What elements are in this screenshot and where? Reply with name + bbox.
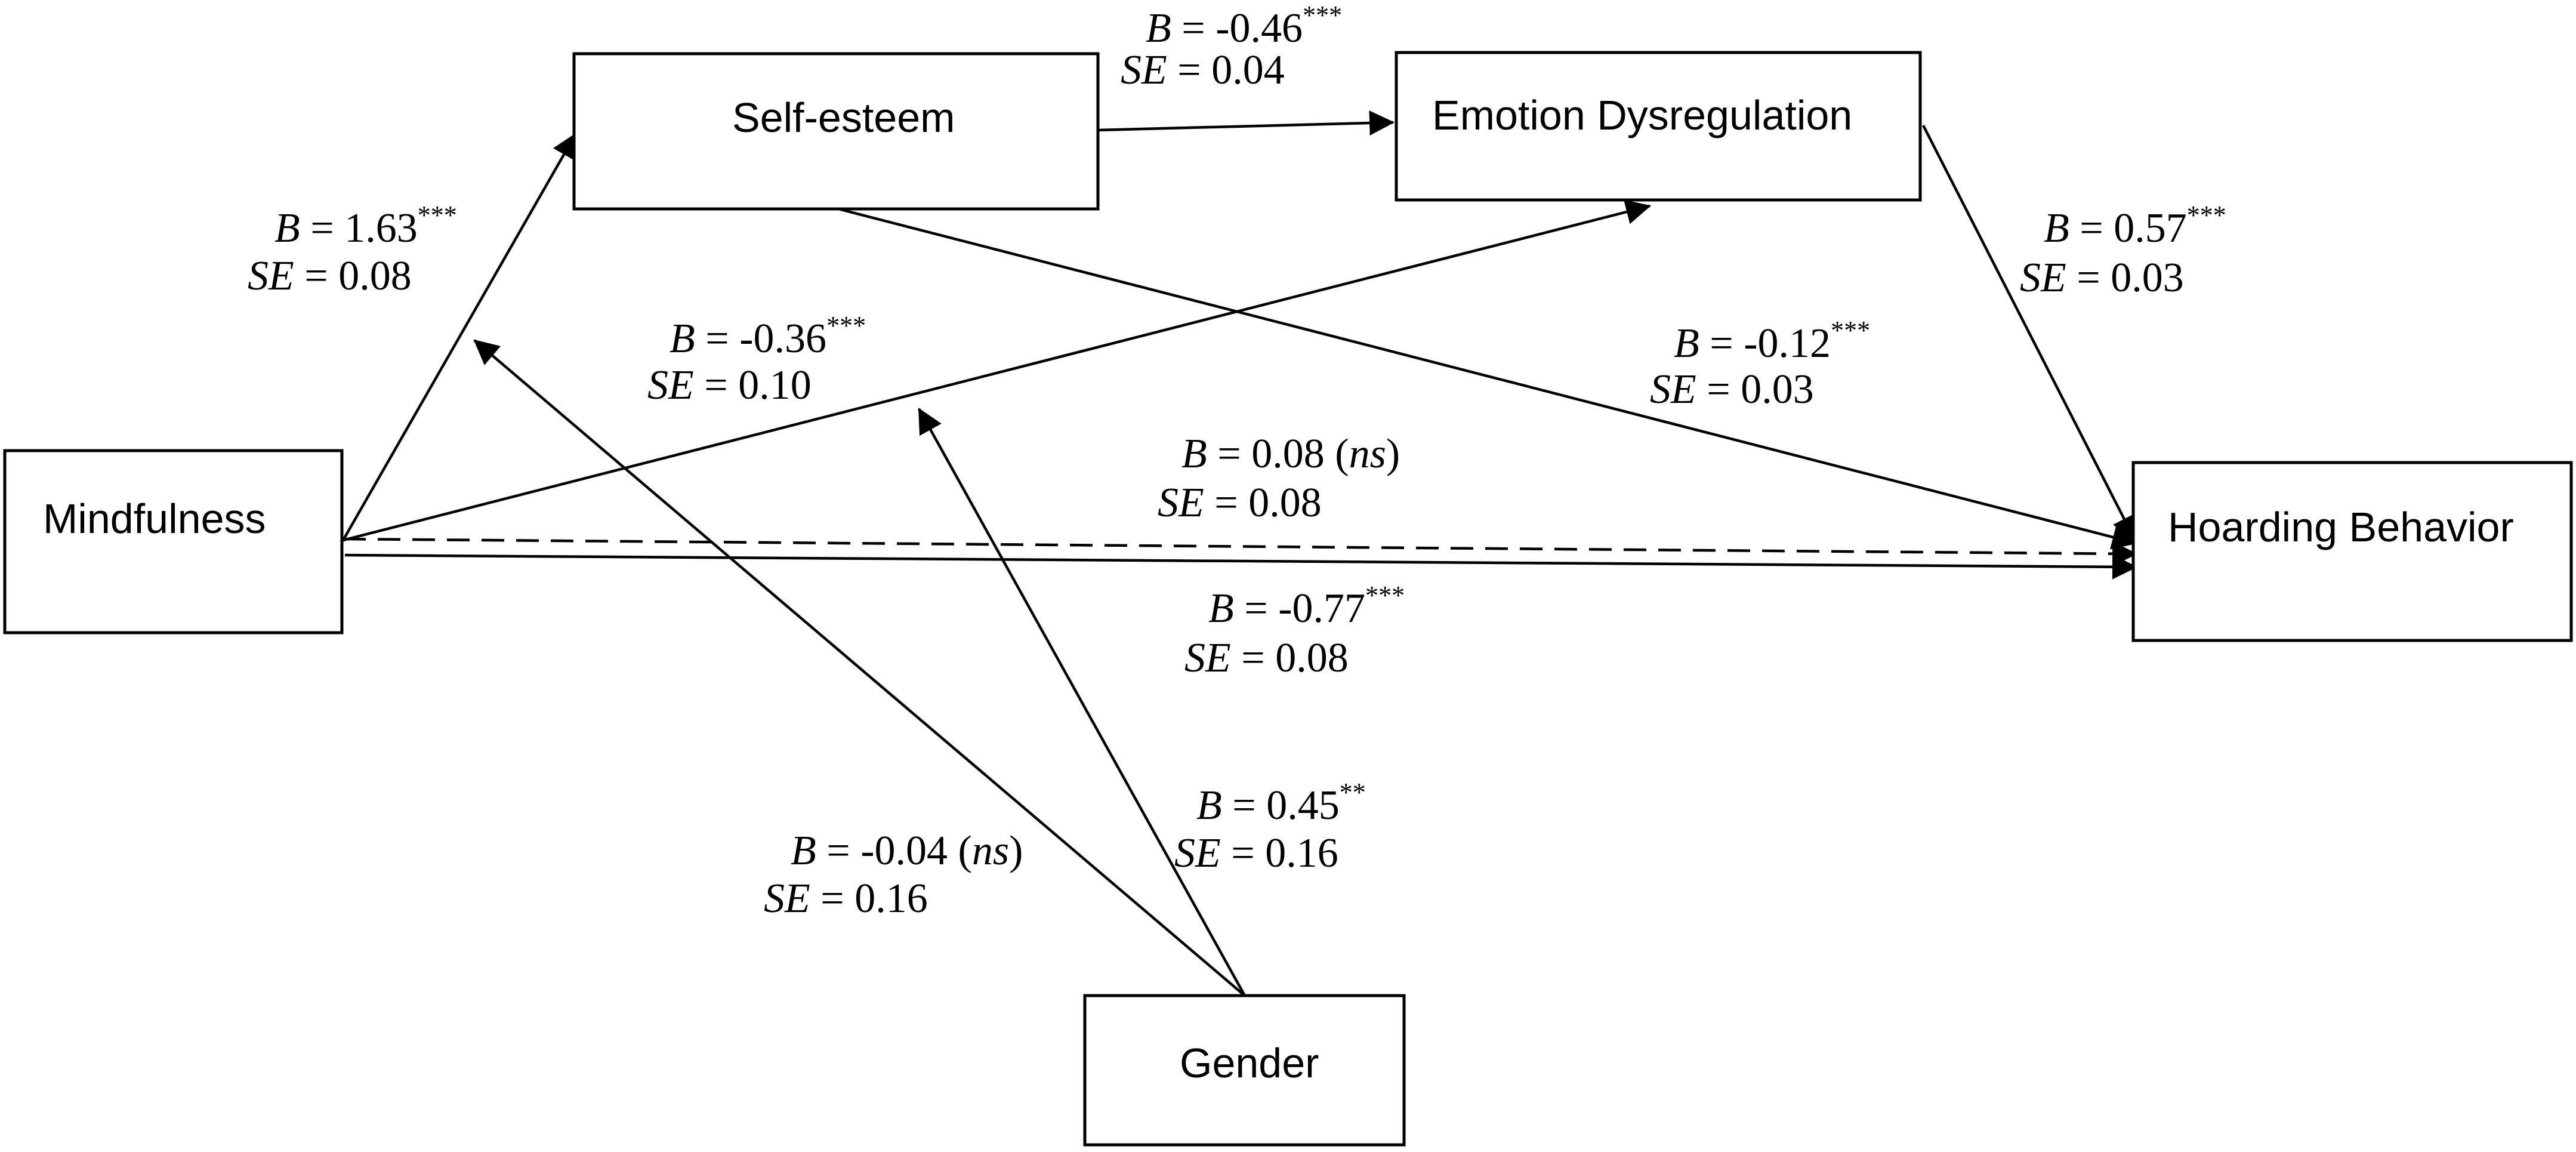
b-label: B: [2044, 205, 2069, 251]
se-label: SE: [764, 876, 810, 922]
svg-text:B = -0.36***: B = -0.36***: [670, 311, 866, 362]
node-emotion-dysregulation: Emotion Dysregulation: [1395, 51, 1922, 202]
coef-self-esteem-to-hoarding: B = -0.12*** SE = 0.03: [1650, 316, 1870, 412]
path-mindfulness-to-hoarding-direct: [343, 537, 2137, 566]
coef-mindfulness-to-hoarding-direct: B = 0.08 (ns) SE = 0.08: [1158, 431, 1400, 526]
se-label: SE: [1158, 480, 1204, 526]
se-label: SE: [2020, 255, 2066, 301]
coef-mindfulness-to-hoarding-total: B = -0.77*** SE = 0.08: [1184, 581, 1405, 681]
svg-text:B = -0.46***: B = -0.46***: [1146, 1, 1342, 51]
svg-text:B = 1.63***: B = 1.63***: [274, 201, 457, 251]
svg-text:SE = 0.08: SE = 0.08: [1158, 480, 1322, 526]
b-value: = -0.12: [1699, 321, 1831, 366]
svg-text:SE = 0.04: SE = 0.04: [1121, 47, 1285, 93]
se-value: = 0.08: [1231, 635, 1349, 681]
node-gender: Gender: [1083, 994, 1406, 1147]
se-label: SE: [1121, 47, 1167, 93]
b-value: = -0.46: [1171, 5, 1303, 51]
se-value: = 0.08: [294, 253, 412, 299]
path-self-esteem-to-emotion-dysregulation: [1097, 110, 1395, 136]
path-mindfulness-to-hoarding-total: [344, 553, 2137, 580]
se-label: SE: [248, 253, 294, 299]
coef-mindfulness-to-self-esteem: B = 1.63*** SE = 0.08: [248, 201, 457, 299]
se-label: SE: [647, 362, 694, 408]
b-label: B: [1146, 5, 1171, 51]
path-self-esteem-to-hoarding: [838, 207, 2137, 550]
coef-mindfulness-to-emotion: B = -0.36*** SE = 0.10: [647, 311, 866, 408]
b-value: = -0.77: [1234, 586, 1365, 632]
svg-text:SE = 0.08: SE = 0.08: [1184, 635, 1349, 681]
node-gender-label: Gender: [1180, 1040, 1319, 1086]
svg-text:SE = 0.03: SE = 0.03: [2020, 255, 2184, 301]
se-value: = 0.10: [694, 362, 812, 408]
svg-text:B = 0.45**: B = 0.45**: [1196, 778, 1366, 828]
b-label: B: [274, 205, 300, 251]
significance: ***: [1831, 316, 1870, 345]
coef-emotion-to-hoarding: B = 0.57*** SE = 0.03: [2020, 201, 2226, 301]
b-label: B: [1674, 321, 1699, 366]
significance: ***: [418, 201, 457, 230]
node-self-esteem-label: Self-esteem: [732, 94, 955, 141]
se-value: = 0.08: [1204, 480, 1322, 526]
se-value: = 0.03: [2066, 255, 2184, 301]
se-value: = 0.03: [1696, 366, 1814, 412]
b-label: B: [1208, 586, 1234, 632]
b-value: = 0.08 (: [1207, 431, 1349, 477]
ns-label: ns: [1349, 431, 1386, 477]
node-emotion-dysregulation-label: Emotion Dysregulation: [1432, 92, 1852, 138]
significance: ***: [826, 311, 866, 340]
close-paren: ): [1009, 828, 1023, 874]
coef-gender-moderation-self-esteem: B = -0.04 (ns) SE = 0.16: [764, 828, 1023, 922]
b-label: B: [670, 316, 695, 362]
node-hoarding-behavior-label: Hoarding Behavior: [2168, 504, 2514, 550]
path-mindfulness-to-emotion-dysregulation: [343, 199, 1651, 542]
ns-label: ns: [972, 828, 1009, 874]
svg-text:B = -0.77***: B = -0.77***: [1208, 581, 1405, 632]
se-value: = 0.04: [1167, 47, 1285, 93]
significance: **: [1340, 778, 1366, 807]
path-gender-moderation-self-esteem: [473, 339, 1246, 997]
se-label: SE: [1174, 830, 1221, 876]
svg-text:SE = 0.16: SE = 0.16: [764, 876, 928, 922]
b-value: = -0.36: [695, 316, 826, 362]
svg-text:B = 0.08 (ns): B = 0.08 (ns): [1181, 431, 1400, 477]
path-gender-moderation-emotion: [918, 408, 1246, 997]
b-label: B: [1181, 431, 1207, 477]
b-value: = -0.04 (: [816, 828, 972, 874]
significance: ***: [1365, 581, 1405, 610]
svg-text:SE = 0.16: SE = 0.16: [1174, 830, 1338, 876]
node-self-esteem: Self-esteem: [572, 52, 1100, 211]
node-hoarding-behavior: Hoarding Behavior: [2131, 461, 2573, 642]
se-value: = 0.16: [1221, 830, 1338, 876]
svg-text:B = -0.04 (ns): B = -0.04 (ns): [791, 828, 1023, 874]
b-value: = 0.45: [1222, 783, 1340, 828]
svg-text:SE = 0.03: SE = 0.03: [1650, 366, 1814, 412]
se-value: = 0.16: [810, 876, 928, 922]
path-mindfulness-to-self-esteem: [342, 133, 577, 541]
significance: ***: [1303, 1, 1342, 30]
svg-text:SE = 0.10: SE = 0.10: [647, 362, 812, 408]
node-mindfulness-label: Mindfulness: [43, 495, 266, 542]
svg-text:SE = 0.08: SE = 0.08: [248, 253, 412, 299]
path-emotion-dysregulation-to-hoarding: [1921, 124, 2137, 541]
coef-gender-moderation-emotion: B = 0.45** SE = 0.16: [1174, 778, 1366, 876]
node-mindfulness: Mindfulness: [3, 449, 344, 634]
close-paren: ): [1386, 431, 1400, 477]
b-value: = 0.57: [2069, 205, 2187, 251]
b-label: B: [1196, 783, 1222, 828]
b-label: B: [791, 828, 816, 874]
coef-self-esteem-to-emotion: B = -0.46*** SE = 0.04: [1121, 1, 1342, 93]
svg-text:B = 0.57***: B = 0.57***: [2044, 201, 2226, 251]
se-label: SE: [1650, 366, 1696, 412]
b-value: = 1.63: [300, 205, 418, 251]
significance: ***: [2187, 201, 2226, 230]
se-label: SE: [1184, 635, 1231, 681]
svg-text:B = -0.12***: B = -0.12***: [1674, 316, 1870, 366]
